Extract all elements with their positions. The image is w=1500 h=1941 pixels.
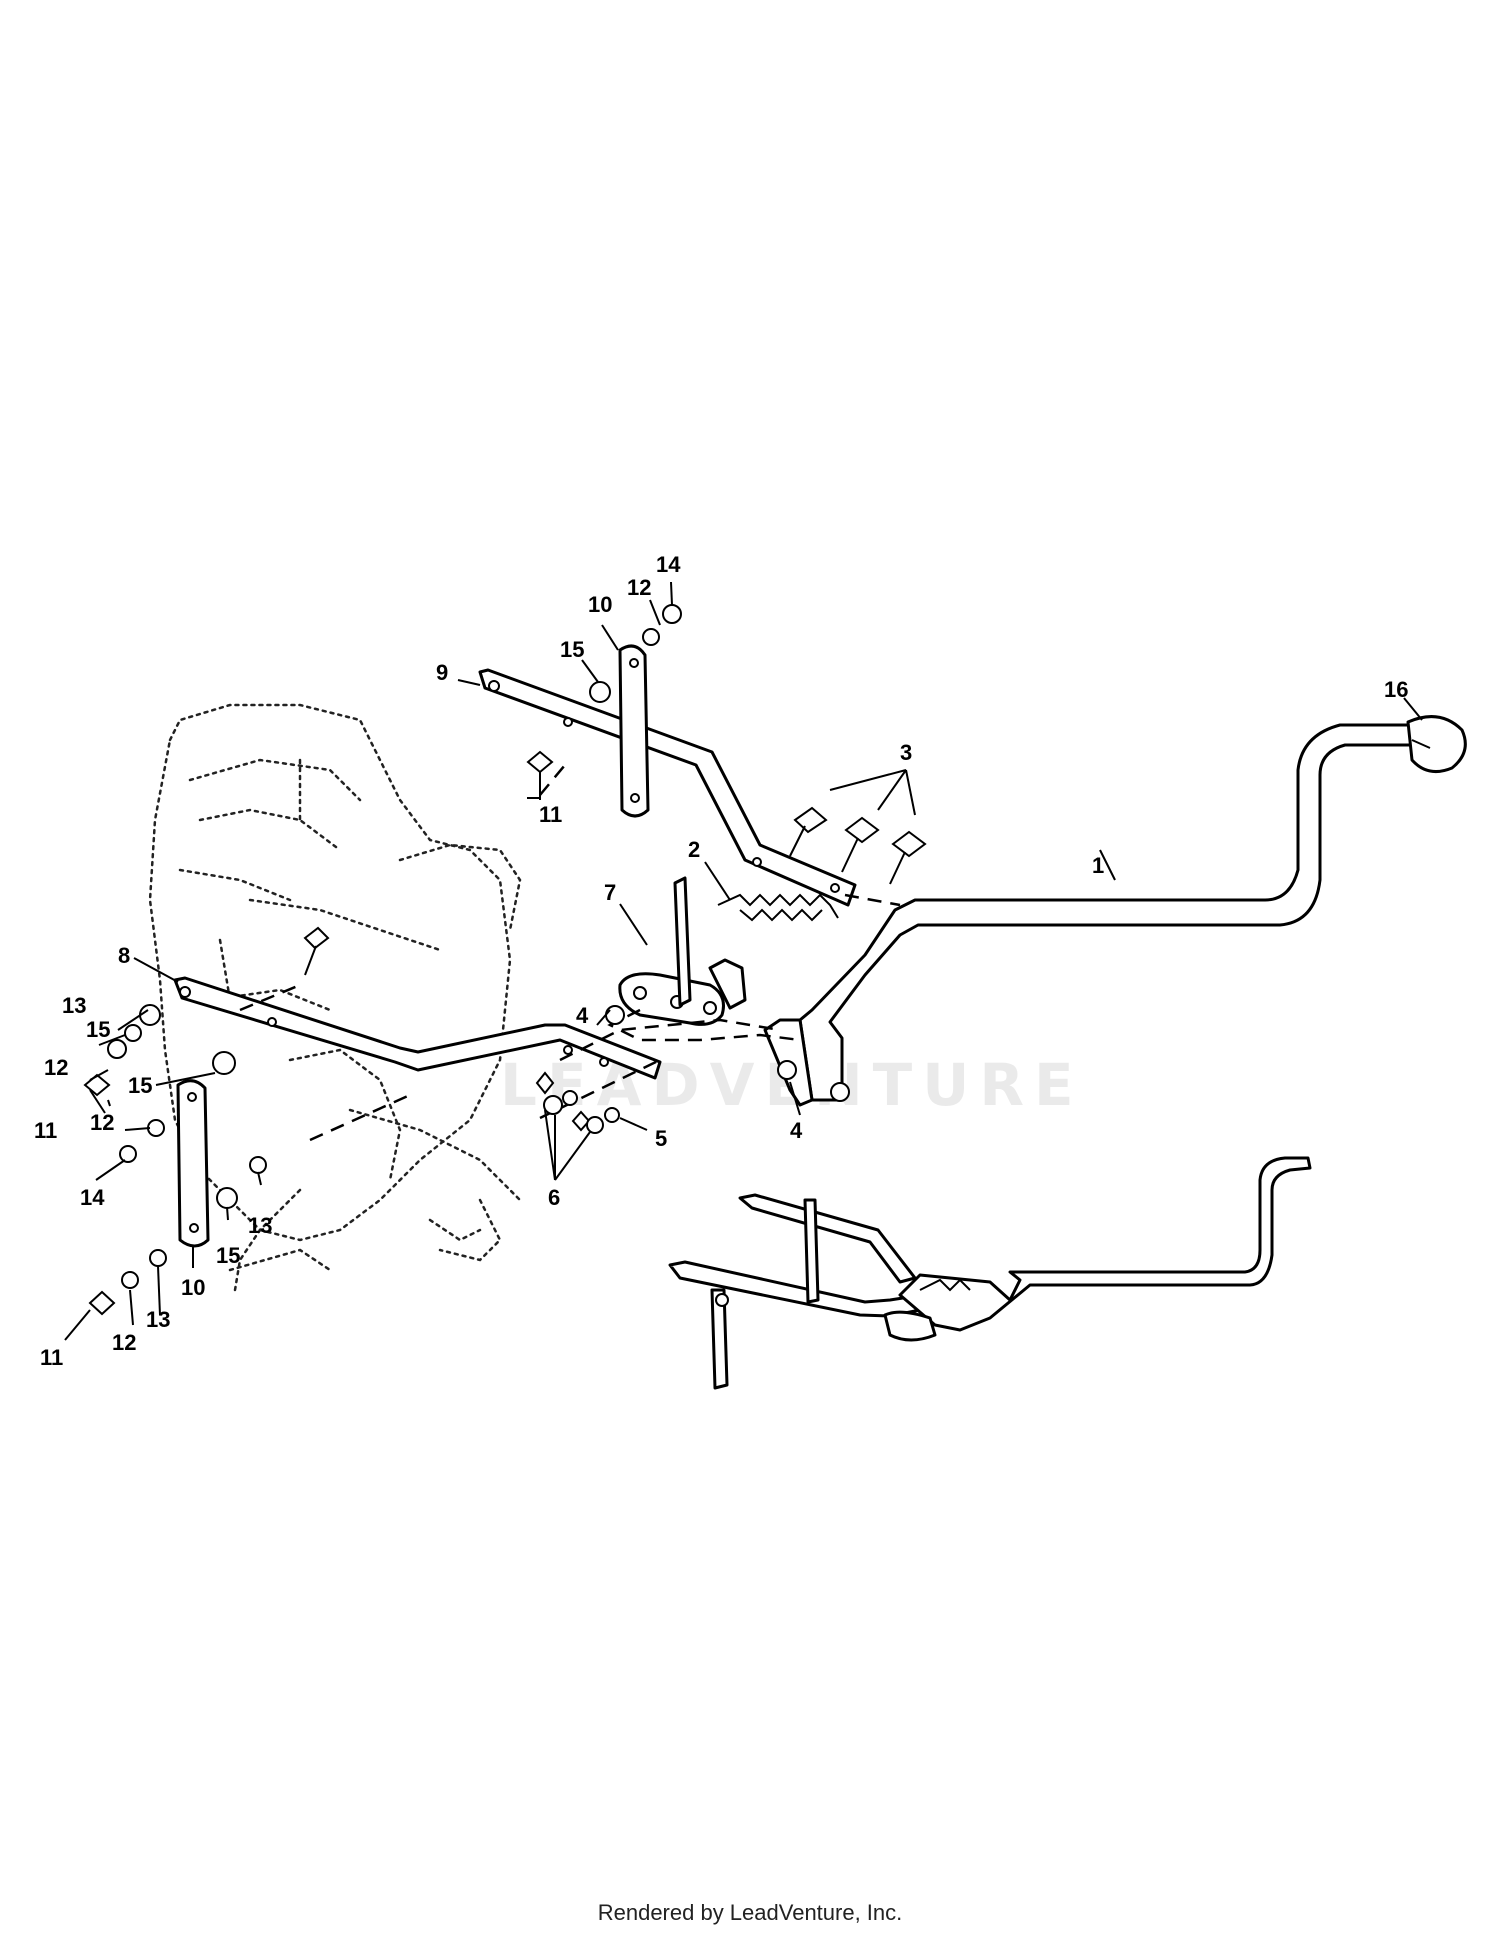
lower-control-bar [173, 976, 662, 1080]
callout-12d: 12 [112, 1330, 136, 1355]
footer-credit: Rendered by LeadVenture, Inc. [597, 1900, 903, 1925]
bolt-set [789, 806, 927, 885]
callouts: 1 2 3 4 4 5 6 7 8 9 10 10 11 11 11 12 12… [34, 552, 1408, 1370]
callout-12a: 12 [627, 575, 651, 600]
pivot-link [618, 876, 747, 1026]
callout-12c: 12 [90, 1110, 114, 1135]
callout-14a: 14 [656, 552, 681, 577]
inset-assembly-view [668, 1156, 1312, 1390]
callout-7: 7 [604, 880, 616, 905]
callout-13a: 13 [62, 993, 86, 1018]
callout-10a: 10 [588, 592, 612, 617]
callout-14b: 14 [80, 1185, 105, 1210]
callout-9: 9 [436, 660, 448, 685]
callout-11a: 11 [539, 802, 562, 827]
hardware-items [83, 604, 850, 1316]
callout-2: 2 [688, 837, 700, 862]
return-spring [717, 893, 839, 922]
callout-4b: 4 [790, 1118, 803, 1143]
callout-8: 8 [118, 943, 130, 968]
callout-10b: 10 [181, 1275, 205, 1300]
lever-knob [1406, 715, 1467, 774]
callout-13c: 13 [146, 1307, 170, 1332]
callout-16: 16 [1384, 677, 1408, 702]
callout-11b: 11 [34, 1118, 57, 1143]
callout-6: 6 [548, 1185, 560, 1210]
leader-lines [64, 581, 1423, 1341]
callout-15c: 15 [128, 1073, 152, 1098]
callout-1: 1 [1092, 853, 1104, 878]
callout-5: 5 [655, 1126, 667, 1151]
upper-control-bar [478, 668, 857, 907]
callout-12b: 12 [44, 1055, 68, 1080]
callout-4a: 4 [576, 1003, 589, 1028]
lower-link-plate [176, 1079, 210, 1248]
callout-15a: 15 [560, 637, 584, 662]
callout-15b: 15 [86, 1017, 110, 1042]
engine-ghost-outline [148, 703, 522, 1292]
callout-15d: 15 [216, 1243, 240, 1268]
upper-link-plate [618, 644, 650, 818]
callout-11c: 11 [40, 1345, 63, 1370]
callout-3: 3 [900, 740, 912, 765]
callout-13b: 13 [248, 1213, 272, 1238]
